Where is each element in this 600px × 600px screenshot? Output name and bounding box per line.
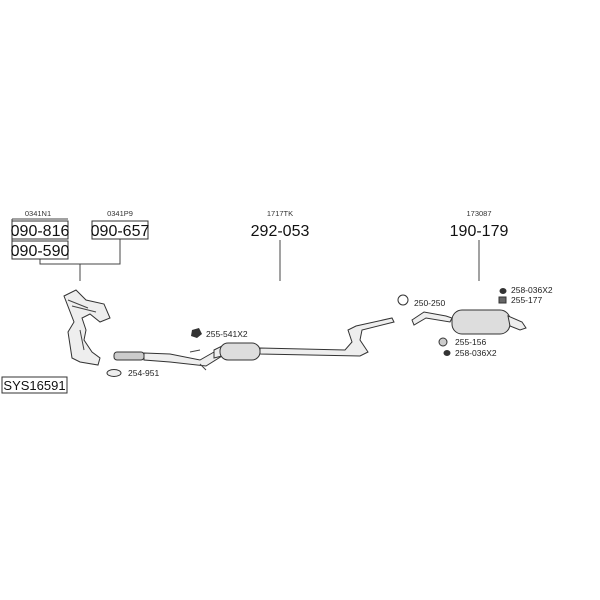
rear-muffler-drawing [411, 309, 527, 335]
part-box-090-816[interactable]: 090-816 [11, 220, 70, 240]
part-number[interactable]: 292-053 [251, 223, 310, 240]
system-code: SYS16591 [3, 378, 65, 393]
part-ref: 0341N1 [25, 209, 51, 218]
accessory-label: 258-036X2 [455, 348, 497, 358]
part-number: 090-590 [11, 243, 70, 260]
accessory-label: 255-177 [511, 295, 542, 305]
part-ref: 173087 [466, 209, 491, 218]
front-pipe-drawing [113, 347, 223, 371]
part-number: 090-657 [91, 223, 150, 240]
accessory-label: 258-036X2 [511, 285, 553, 295]
manifold-catalyst-drawing [63, 289, 111, 366]
bracket-icon [498, 296, 507, 304]
middle-muffler-drawing [213, 317, 395, 361]
accessory-258-036X2[interactable]: 258-036X2 [443, 348, 497, 358]
leader-lines [11, 218, 480, 281]
part-ref: 1717TK [267, 209, 293, 218]
part-ref: 0341P9 [107, 209, 133, 218]
part-number[interactable]: 190-179 [450, 223, 509, 240]
accessory-label: 255-541X2 [206, 329, 248, 339]
accessory-254-951[interactable]: 254-951 [106, 368, 159, 378]
system-code-box: SYS16591 [1, 376, 68, 394]
part-box-090-657[interactable]: 090-657 [91, 220, 150, 240]
accessory-258-036X2[interactable]: 258-036X2 [499, 285, 553, 295]
gasket-icon [106, 369, 122, 377]
rubber-ring-icon [443, 350, 451, 356]
clamp-icon [397, 294, 409, 306]
hanger-icon [438, 337, 448, 347]
accessory-255-177[interactable]: 255-177 [498, 295, 542, 305]
accessory-255-541X2[interactable]: 255-541X2 [191, 328, 248, 339]
accessory-label: 254-951 [128, 368, 159, 378]
part-number: 090-816 [11, 223, 70, 240]
rubber-mount-icon [191, 328, 202, 338]
rubber-ring-icon [499, 288, 507, 294]
accessory-255-156[interactable]: 255-156 [438, 337, 486, 347]
accessory-label: 250-250 [414, 298, 445, 308]
part-box-090-590[interactable]: 090-590 [11, 240, 70, 260]
accessory-250-250[interactable]: 250-250 [397, 294, 445, 308]
accessory-label: 255-156 [455, 337, 486, 347]
